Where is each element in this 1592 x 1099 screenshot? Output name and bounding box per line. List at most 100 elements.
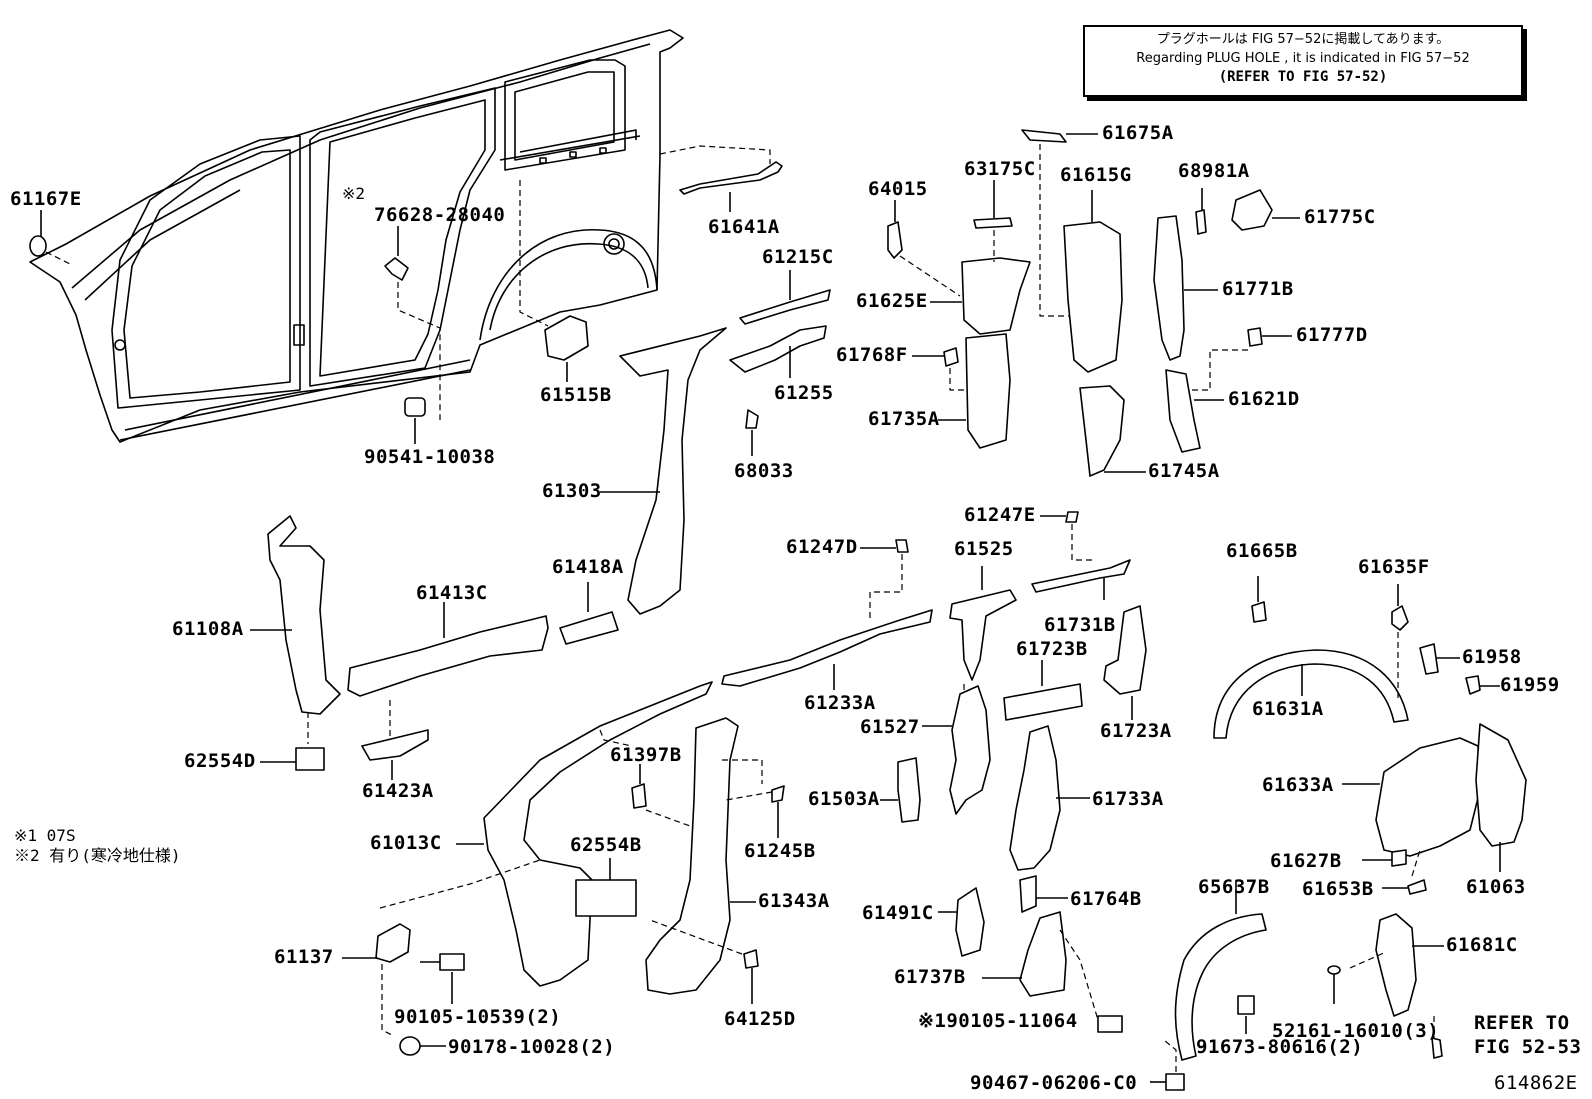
part-label[interactable]: 61255 bbox=[774, 382, 834, 404]
part-61418A bbox=[559, 611, 619, 645]
part-label[interactable]: 61013C bbox=[370, 832, 442, 854]
part-label[interactable]: 61633A bbox=[1262, 774, 1334, 796]
part-61527 bbox=[949, 685, 991, 815]
part-61665B bbox=[1251, 601, 1267, 623]
refer-line2[interactable]: FIG 52-53 bbox=[1474, 1036, 1582, 1058]
part-label[interactable]: 68033 bbox=[734, 460, 794, 482]
part-64015 bbox=[887, 221, 903, 259]
part-65637B bbox=[1174, 913, 1267, 1061]
part-label[interactable]: 61641A bbox=[708, 216, 780, 238]
part-label[interactable]: 61777D bbox=[1296, 324, 1368, 346]
part-label[interactable]: 61491C bbox=[862, 902, 934, 924]
part-label[interactable]: 61627B bbox=[1270, 850, 1342, 872]
part-label[interactable]: 61418A bbox=[552, 556, 624, 578]
part-label[interactable]: 61675A bbox=[1102, 122, 1174, 144]
part-label[interactable]: 61771B bbox=[1222, 278, 1294, 300]
part-label[interactable]: 61731B bbox=[1044, 614, 1116, 636]
part-label[interactable]: 61958 bbox=[1462, 646, 1522, 668]
part-label[interactable]: 61681C bbox=[1446, 934, 1518, 956]
part-label[interactable]: 61515B bbox=[540, 384, 612, 406]
nut-90467 bbox=[1165, 1073, 1185, 1091]
bolt-90105-10539 bbox=[420, 953, 465, 971]
part-61731B bbox=[1031, 559, 1131, 593]
part-label[interactable]: 76628-28040 bbox=[374, 204, 506, 226]
part-61423A bbox=[361, 729, 429, 761]
part-label[interactable]: 61615G bbox=[1060, 164, 1132, 186]
part-label[interactable]: 61653B bbox=[1302, 878, 1374, 900]
part-label[interactable]: 64125D bbox=[724, 1008, 796, 1030]
part-label[interactable]: 61733A bbox=[1092, 788, 1164, 810]
part-label[interactable]: 61665B bbox=[1226, 540, 1298, 562]
part-61215C bbox=[739, 289, 831, 325]
part-label[interactable]: 68981A bbox=[1178, 160, 1250, 182]
part-61735A bbox=[965, 333, 1011, 449]
part-label[interactable]: 61167E bbox=[10, 188, 82, 210]
part-label[interactable]: 61764B bbox=[1070, 888, 1142, 910]
part-label[interactable]: 61215C bbox=[762, 246, 834, 268]
part-68033 bbox=[745, 409, 759, 429]
part-61245B bbox=[771, 785, 785, 803]
part-label[interactable]: 61525 bbox=[954, 538, 1014, 560]
part-label[interactable]: 61247E bbox=[964, 504, 1036, 526]
part-label[interactable]: 61343A bbox=[758, 890, 830, 912]
part-label[interactable]: 52161-16010(3) bbox=[1272, 1020, 1440, 1042]
part-label[interactable]: 90541-10038 bbox=[364, 446, 496, 468]
part-label[interactable]: 64015 bbox=[868, 178, 928, 200]
note-refer: (REFER TO FIG 57-52) bbox=[1218, 69, 1388, 85]
part-label-90105-11064: 90105-11064 bbox=[946, 1010, 1078, 1032]
part-61397B bbox=[631, 783, 647, 809]
part-label[interactable]: 61527 bbox=[860, 716, 920, 738]
part-label[interactable]: 90105-10539(2) bbox=[394, 1006, 562, 1028]
part-label[interactable]: 61233A bbox=[804, 692, 876, 714]
part-label[interactable]: 61413C bbox=[416, 582, 488, 604]
screw-91673 bbox=[1237, 995, 1255, 1015]
part-68981A bbox=[1195, 209, 1207, 235]
part-61413C bbox=[347, 615, 549, 697]
part-label[interactable]: 61625E bbox=[856, 290, 928, 312]
part-label[interactable]: 63175C bbox=[964, 158, 1036, 180]
part-61775C bbox=[1231, 189, 1273, 231]
part-label[interactable]: 61245B bbox=[744, 840, 816, 862]
part-label[interactable]: 61775C bbox=[1304, 206, 1376, 228]
part-label[interactable]: 61768F bbox=[836, 344, 908, 366]
bracket-76628 bbox=[384, 257, 409, 281]
part-label[interactable]: 61735A bbox=[868, 408, 940, 430]
part-label[interactable]: 61063 bbox=[1466, 876, 1526, 898]
part-label[interactable]: 61247D bbox=[786, 536, 858, 558]
part-61764B bbox=[1019, 875, 1037, 913]
part-61653B bbox=[1407, 879, 1427, 895]
part-label[interactable]: 61503A bbox=[808, 788, 880, 810]
pad-62554B bbox=[575, 879, 637, 917]
part-label[interactable]: 61745A bbox=[1148, 460, 1220, 482]
part-label[interactable]: 61959 bbox=[1500, 674, 1560, 696]
part-label[interactable]: 65637B bbox=[1198, 876, 1270, 898]
part-label[interactable]: 62554B bbox=[570, 834, 642, 856]
part-label[interactable]: 61397B bbox=[610, 744, 682, 766]
part-label[interactable]: 90467-06206-C0 bbox=[970, 1072, 1138, 1094]
part-label[interactable]: 61108A bbox=[172, 618, 244, 640]
part-label[interactable]: 91673-80616(2) bbox=[1196, 1036, 1364, 1058]
part-63175C bbox=[973, 217, 1013, 229]
part-label[interactable]: 61631A bbox=[1252, 698, 1324, 720]
part-label[interactable]: 61723B bbox=[1016, 638, 1088, 660]
part-label[interactable]: 61423A bbox=[362, 780, 434, 802]
figure-id: 614862E bbox=[1494, 1072, 1578, 1094]
part-label[interactable]: 61635F bbox=[1358, 556, 1430, 578]
note-english: Regarding PLUG HOLE , it is indicated in… bbox=[1136, 51, 1470, 66]
part-61627B bbox=[1391, 849, 1407, 867]
grommet-90178 bbox=[399, 1036, 421, 1056]
part-61768F bbox=[943, 347, 959, 367]
refer-line1[interactable]: REFER TO bbox=[1474, 1012, 1570, 1034]
part-61013C bbox=[483, 681, 713, 987]
part-label[interactable]: 62554D bbox=[184, 750, 256, 772]
marker-90105-11064[interactable]: ※190105-11064 bbox=[918, 1012, 1078, 1031]
part-label[interactable]: 61723A bbox=[1100, 720, 1172, 742]
part-61515B bbox=[544, 315, 589, 361]
part-label[interactable]: 61621D bbox=[1228, 388, 1300, 410]
part-label[interactable]: 61303 bbox=[542, 480, 602, 502]
part-61959 bbox=[1465, 675, 1481, 695]
part-label[interactable]: 90178-10028(2) bbox=[448, 1036, 616, 1058]
part-label[interactable]: 61137 bbox=[274, 946, 334, 968]
part-label[interactable]: 61737B bbox=[894, 966, 966, 988]
